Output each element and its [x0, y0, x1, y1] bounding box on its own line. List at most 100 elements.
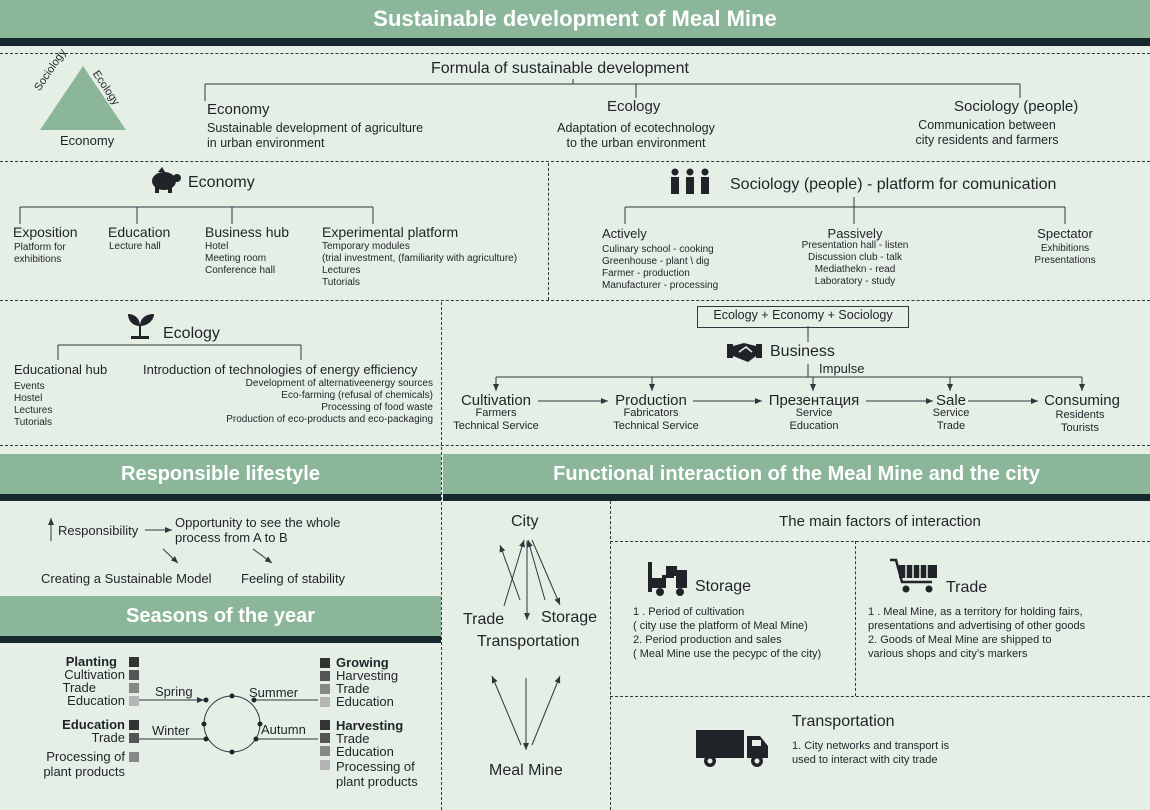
- impulse-label: Impulse: [819, 361, 865, 376]
- summer-item: Education: [336, 694, 394, 709]
- business-hub-text: Meeting room: [205, 253, 267, 264]
- banner-underline: [0, 494, 441, 501]
- actively-heading: Actively: [602, 226, 647, 241]
- divider: [441, 302, 442, 810]
- autumn-item: Trade: [336, 731, 370, 746]
- meal-mine-label: Meal Mine: [489, 762, 563, 779]
- educational-hub-text: Events: [14, 381, 45, 392]
- color-swatch: [129, 733, 139, 743]
- summer-item: Harvesting: [336, 668, 399, 683]
- color-swatch: [129, 683, 139, 693]
- winter-item: Processing of: [46, 749, 125, 764]
- divider: [0, 300, 1150, 301]
- opportunity-label: Opportunity to see the whole: [175, 515, 341, 530]
- chain-presentation-text: Education: [789, 420, 839, 432]
- economy-section-title: Economy: [188, 174, 255, 191]
- summer-label: Summer: [249, 685, 299, 700]
- divider: [0, 161, 1150, 162]
- color-swatch: [320, 733, 330, 743]
- lifestyle-title: Responsible lifestyle: [121, 462, 320, 485]
- summer-item: Trade: [336, 681, 370, 696]
- color-swatch: [320, 684, 330, 694]
- summer-item: Growing: [336, 655, 389, 670]
- business-formula: Ecology + Economy + Sociology: [713, 308, 893, 322]
- color-swatch: [320, 720, 330, 730]
- business-formula-box: [697, 306, 909, 328]
- color-swatch: [129, 657, 139, 667]
- trade-text: various shops and city’s markers: [868, 648, 1028, 660]
- exposition-heading: Exposition: [13, 224, 78, 240]
- chain-cultivation-heading: Cultivation: [460, 392, 532, 409]
- color-swatch: [129, 752, 139, 762]
- transportation-text: 1. City networks and transport is: [792, 740, 950, 752]
- chain-production-text: Fabricators: [623, 407, 679, 419]
- actively-text: Farmer - production: [602, 268, 690, 279]
- divider: [610, 696, 1150, 697]
- chain-production-heading: Production: [615, 392, 687, 409]
- formula-ecology-heading: Ecology: [607, 98, 661, 115]
- banner-underline: [443, 494, 1150, 501]
- functional-banner: Functional interaction of the Meal Mine …: [443, 454, 1150, 494]
- divider: [855, 541, 856, 696]
- winter-item: Trade: [91, 730, 125, 745]
- business-title: Business: [770, 343, 835, 360]
- business-hub-text: Conference hall: [205, 265, 276, 276]
- chain-presentation-text: Service: [795, 407, 833, 419]
- sociology-section-title: Sociology (people) - platform for comuni…: [730, 176, 1057, 193]
- seasons-banner: Seasons of the year: [0, 596, 441, 636]
- trade-label: Trade: [463, 611, 505, 628]
- chain-consuming-text: Residents: [1055, 409, 1105, 421]
- spring-label: Spring: [155, 684, 193, 699]
- divider: [0, 445, 1150, 446]
- divider: [610, 541, 1150, 542]
- experimental-heading: Experimental platform: [322, 224, 459, 240]
- color-swatch: [320, 746, 330, 756]
- divider: [610, 501, 611, 810]
- color-swatch: [320, 697, 330, 707]
- spring-item: Trade: [62, 680, 96, 695]
- chain-cultivation-text: Farmers: [475, 407, 517, 419]
- formula-ecology-text: Adaptation of ecotechnology: [557, 121, 715, 135]
- exposition-text: exhibitions: [14, 254, 62, 265]
- formula-sociology-heading: Sociology (people): [954, 98, 1079, 115]
- creating-model-label: Creating a Sustainable Model: [41, 571, 212, 586]
- technologies-text: Development of alternativeenergy sources: [245, 378, 433, 389]
- education-text: Lecture hall: [109, 241, 161, 252]
- business-hub-heading: Business hub: [205, 224, 290, 240]
- formula-economy-heading: Economy: [207, 101, 270, 118]
- actively-text: Manufacturer - processing: [602, 280, 719, 291]
- lifestyle-banner: Responsible lifestyle: [0, 454, 441, 494]
- experimental-text: Tutorials: [322, 277, 360, 288]
- divider: [0, 53, 1150, 54]
- formula-economy-text: Sustainable development of agriculture: [207, 121, 424, 135]
- color-swatch: [129, 696, 139, 706]
- divider: [548, 163, 549, 300]
- formula-sociology-text: Communication between: [918, 118, 1056, 132]
- winter-item: Education: [62, 717, 125, 732]
- formula-title: Formula of sustainable development: [431, 60, 689, 77]
- color-swatch: [129, 670, 139, 680]
- chain-consuming-text: Tourists: [1061, 422, 1099, 434]
- technologies-text: Production of eco-products and eco-packa…: [226, 414, 433, 425]
- exposition-text: Platform for: [14, 242, 66, 253]
- title-underline: [0, 38, 1150, 46]
- factors-title: The main factors of interaction: [779, 513, 981, 530]
- functional-title: Functional interaction of the Meal Mine …: [553, 462, 1040, 485]
- spring-item: Cultivation: [64, 667, 125, 682]
- triangle-economy-label: Economy: [60, 133, 115, 148]
- storage-text: 1 . Period of cultivation: [633, 606, 745, 618]
- chain-consuming-heading: Consuming: [1044, 392, 1120, 409]
- spring-item: Education: [67, 693, 125, 708]
- spectator-text: Presentations: [1034, 255, 1096, 266]
- feeling-stability-label: Feeling of stability: [241, 571, 346, 586]
- actively-text: Culinary school - cooking: [602, 244, 714, 255]
- storage-text: 2. Period production and sales: [633, 634, 782, 646]
- passively-text: Presentation hall - listen: [801, 240, 909, 251]
- color-swatch: [320, 671, 330, 681]
- education-heading: Education: [108, 224, 171, 240]
- transportation-text: used to interact with city trade: [792, 754, 938, 766]
- chain-presentation-heading: Презентация: [768, 392, 860, 409]
- business-hub-text: Hotel: [205, 241, 229, 252]
- opportunity-label: process from A to B: [175, 530, 288, 545]
